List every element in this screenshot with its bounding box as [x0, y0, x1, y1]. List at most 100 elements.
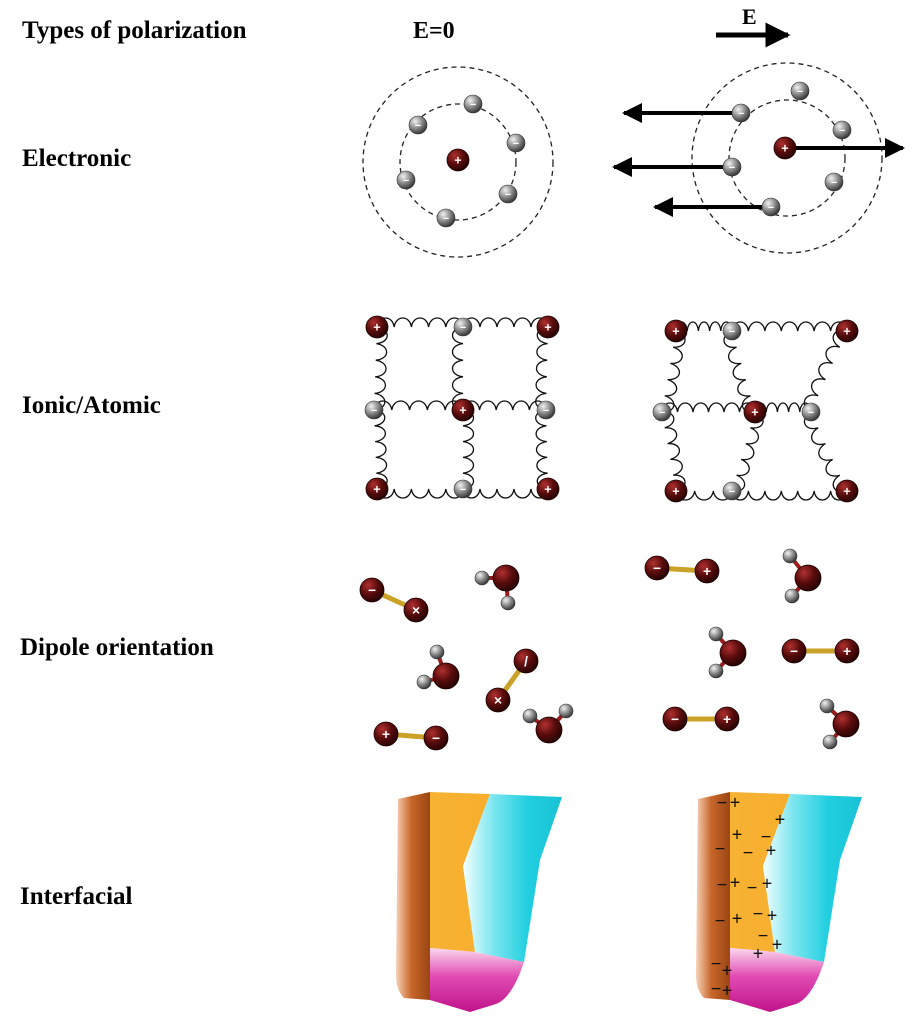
cation: +	[451, 398, 475, 422]
charge-sign: +	[672, 325, 679, 339]
charge-sign: −	[460, 322, 466, 334]
charge-sign: +	[843, 485, 850, 499]
ionic-lattice-unpolarized: +−+−+−+−+	[364, 315, 560, 501]
diatomic-dipole: −+	[781, 638, 860, 664]
cation: +	[743, 400, 767, 424]
cation: +	[373, 721, 399, 747]
electronic-particles-a: +−−−−−−	[396, 94, 526, 228]
anion	[429, 644, 445, 660]
row-label-electronic: Electronic	[22, 145, 131, 172]
row-label-ionic: Ionic/Atomic	[22, 392, 161, 419]
anion-sphere	[500, 595, 516, 611]
anion	[819, 698, 835, 714]
no-field-label: E=0	[413, 18, 455, 44]
spring	[803, 329, 848, 413]
cation-sphere	[513, 648, 539, 674]
anion-sphere	[708, 626, 724, 642]
anion	[522, 708, 538, 724]
charge-sign: ×	[494, 693, 502, 708]
charge-sign: −	[371, 405, 377, 417]
cation-sphere	[451, 398, 475, 422]
charge-sign: −	[505, 189, 511, 201]
anion: −	[722, 321, 742, 341]
cation: +	[365, 477, 389, 501]
cation-sphere	[359, 577, 385, 603]
water-dipole	[522, 703, 574, 744]
charge-sign: +	[843, 644, 851, 659]
spring	[661, 411, 686, 492]
charge-sign: +	[753, 943, 764, 963]
charge-sign: −	[715, 838, 726, 858]
cation-sphere	[403, 597, 429, 623]
spring	[731, 321, 848, 332]
cation-sphere	[536, 477, 560, 501]
spring	[376, 317, 464, 328]
anion-sphere	[784, 588, 800, 604]
water-dipole	[474, 564, 520, 611]
cation-sphere	[834, 638, 860, 664]
spring	[462, 317, 549, 328]
anion-sphere	[782, 548, 798, 564]
anion-sphere	[761, 197, 781, 217]
anion-sphere	[396, 170, 416, 190]
anion	[416, 674, 432, 690]
spring	[661, 330, 686, 413]
anion-sphere	[453, 479, 473, 499]
charge-sign: −	[839, 125, 845, 137]
anion-sphere	[498, 184, 518, 204]
charge-sign: +	[730, 872, 741, 892]
charge-sign: −	[711, 978, 722, 998]
cation-sphere	[719, 639, 747, 667]
charge-sign: +	[767, 905, 778, 925]
charge-sign: −	[729, 326, 735, 338]
anion	[708, 663, 724, 679]
cation-sphere	[485, 687, 511, 713]
anion-sphere	[822, 734, 838, 750]
anion-sphere	[463, 94, 483, 114]
water-dipole	[416, 644, 460, 690]
row-label-interfacial: Interfacial	[20, 883, 133, 910]
cation-sphere	[773, 136, 797, 160]
charge-sign: −	[717, 874, 728, 894]
anion	[784, 588, 800, 604]
anion-sphere	[731, 103, 751, 123]
charge-sign: +	[781, 142, 788, 156]
anion	[474, 570, 490, 586]
diatomic-dipole: +−	[373, 721, 449, 751]
water-dipole	[782, 548, 822, 604]
anion-sphere	[708, 663, 724, 679]
cation-sphere	[536, 315, 560, 339]
cation-sphere	[835, 479, 859, 503]
charge-sign: +	[730, 792, 741, 812]
anion: −	[498, 184, 518, 204]
charge-sign: −	[797, 86, 803, 98]
anion: −	[652, 402, 672, 422]
charge-sign: −	[443, 213, 449, 225]
cation: +	[664, 479, 688, 503]
anion-sphere	[364, 400, 384, 420]
charge-sign: /	[524, 654, 528, 669]
charge-sign: +	[703, 564, 711, 579]
anion-sphere	[824, 172, 844, 192]
spring	[661, 402, 756, 413]
cation-sphere	[662, 706, 688, 732]
charge-sign: −	[747, 877, 758, 897]
electronic-atom-polarized	[612, 62, 905, 254]
charge-sign: −	[460, 484, 466, 496]
charge-sign: +	[373, 321, 380, 335]
anion-sphere	[652, 402, 672, 422]
anion: −	[824, 172, 844, 192]
anion: −	[506, 133, 526, 153]
charge-sign: −	[808, 407, 814, 419]
magenta-layer	[430, 948, 524, 1012]
interfacial-layers-polarized	[696, 792, 862, 1012]
anion: −	[790, 81, 810, 101]
ionic-springs-polarized	[661, 321, 848, 501]
anion: −	[536, 400, 556, 420]
charge-sign: −	[729, 162, 735, 174]
cation-sphere	[781, 638, 807, 664]
anion: −	[801, 402, 821, 422]
cation	[832, 710, 860, 738]
anion-sphere	[506, 133, 526, 153]
